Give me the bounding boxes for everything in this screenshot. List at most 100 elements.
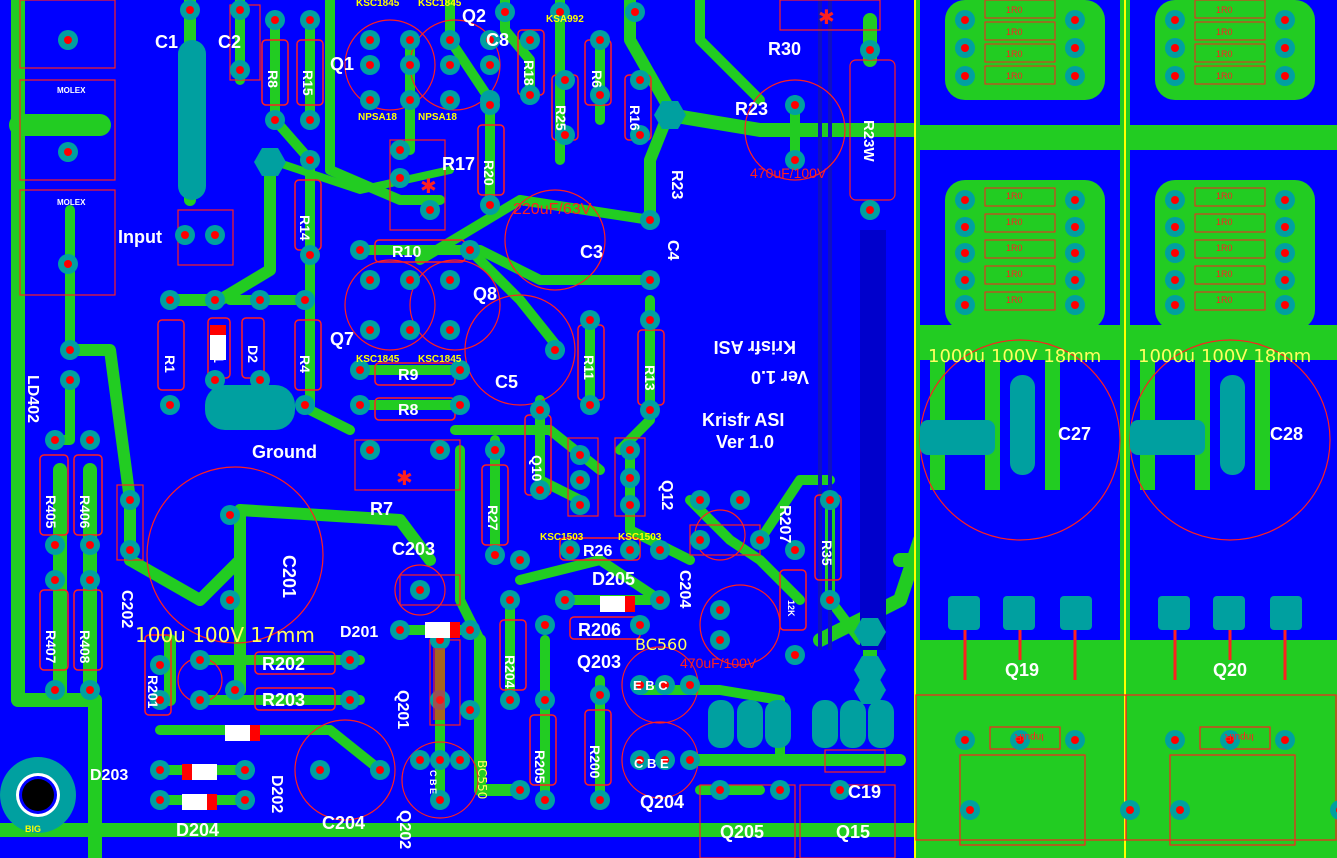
pad	[955, 295, 975, 315]
label-cap470b: 470uF/100V	[680, 655, 757, 671]
bus-block	[860, 230, 886, 650]
pad	[340, 650, 360, 670]
label-q12: Q12	[658, 480, 675, 510]
pad	[510, 780, 530, 800]
pad	[45, 570, 65, 590]
pad	[400, 30, 420, 50]
pad	[58, 30, 78, 50]
label-c2: C2	[218, 32, 241, 52]
pad	[955, 730, 975, 750]
label-1r0: 1R0	[1006, 295, 1023, 305]
label-d204: D204	[176, 820, 219, 840]
label-d203: D203	[90, 767, 128, 784]
pad	[295, 290, 315, 310]
power-rail-section	[914, 0, 1337, 858]
pad	[485, 440, 505, 460]
pad	[220, 505, 240, 525]
label-bc560: BC560	[635, 635, 687, 654]
mounting-hole-big	[0, 757, 76, 833]
pad	[440, 270, 460, 290]
label-r9: R9	[398, 367, 419, 384]
label-r27: R27	[485, 505, 501, 531]
pad	[440, 55, 460, 75]
pad	[350, 240, 370, 260]
trim-markers: ✱ ✱ ✱	[396, 5, 835, 490]
pad	[1275, 38, 1295, 58]
pad	[500, 590, 520, 610]
label-ksa992: KSA992	[546, 14, 584, 25]
pad	[220, 590, 240, 610]
label-q201: Q201	[394, 690, 411, 729]
label-c4: C4	[664, 240, 681, 261]
resistor-bodies	[39, 29, 842, 786]
pad	[590, 30, 610, 50]
label-r4: R4	[297, 355, 313, 373]
pad	[295, 395, 315, 415]
label-d48: 48	[609, 600, 619, 610]
pad	[955, 66, 975, 86]
pad	[650, 540, 670, 560]
pad	[690, 490, 710, 510]
label-1r0: 1R0	[1006, 243, 1023, 253]
pad	[590, 85, 610, 105]
label-ksc1503b: KSC1503	[618, 532, 662, 543]
label-r17: R17	[442, 154, 475, 174]
pad	[1165, 38, 1185, 58]
pad	[430, 750, 450, 770]
label-q20: Q20	[1213, 660, 1247, 680]
pad	[190, 650, 210, 670]
pad	[460, 620, 480, 640]
pad	[410, 580, 430, 600]
silk-outlines	[19, 0, 1337, 858]
pad	[190, 690, 210, 710]
label-c27: C27	[1058, 424, 1091, 444]
pad	[590, 685, 610, 705]
label-inputr: InputR	[1225, 731, 1254, 742]
svg-text:✱: ✱	[396, 466, 413, 490]
pad	[440, 30, 460, 50]
label-c201: C201	[279, 555, 299, 598]
pad	[175, 225, 195, 245]
pad	[480, 55, 500, 75]
pad	[1065, 10, 1085, 30]
label-cap17: 100u 100V 17mm	[135, 623, 315, 647]
pad	[625, 2, 645, 22]
pad	[710, 600, 730, 620]
pad	[150, 760, 170, 780]
svg-text:✱: ✱	[420, 174, 437, 198]
label-ksc1845a: KSC1845	[356, 0, 400, 9]
pad	[640, 400, 660, 420]
label-1r0: 1R0	[1216, 49, 1233, 59]
pad	[360, 440, 380, 460]
pad	[770, 780, 790, 800]
pad	[250, 290, 270, 310]
pad	[180, 0, 200, 20]
label-1r0: 1R0	[1216, 217, 1233, 227]
pad	[45, 430, 65, 450]
label-npsa18b: NPSA18	[418, 112, 457, 123]
pad	[955, 38, 975, 58]
label-version_label: Krisfr ASI	[702, 410, 784, 430]
pad	[360, 90, 380, 110]
label-1r0: 1R0	[1006, 191, 1023, 201]
label-ld402: LD402	[24, 375, 41, 423]
pad	[60, 340, 80, 360]
label-r405: R405	[43, 495, 59, 529]
pad	[58, 142, 78, 162]
label-input: Input	[118, 227, 162, 247]
pad	[205, 225, 225, 245]
pad	[150, 655, 170, 675]
pad	[580, 395, 600, 415]
label-q205: Q205	[720, 822, 764, 842]
label-cbe: C B E	[634, 756, 669, 771]
label-r23b: R23	[668, 170, 685, 199]
label-mirror_number: Ver 1.0	[751, 367, 809, 387]
pad	[570, 470, 590, 490]
pad	[1065, 217, 1085, 237]
label-ksc1845d: KSC1845	[418, 354, 462, 365]
label-cbe: C B E	[428, 770, 438, 794]
pad	[45, 680, 65, 700]
pad	[640, 310, 660, 330]
